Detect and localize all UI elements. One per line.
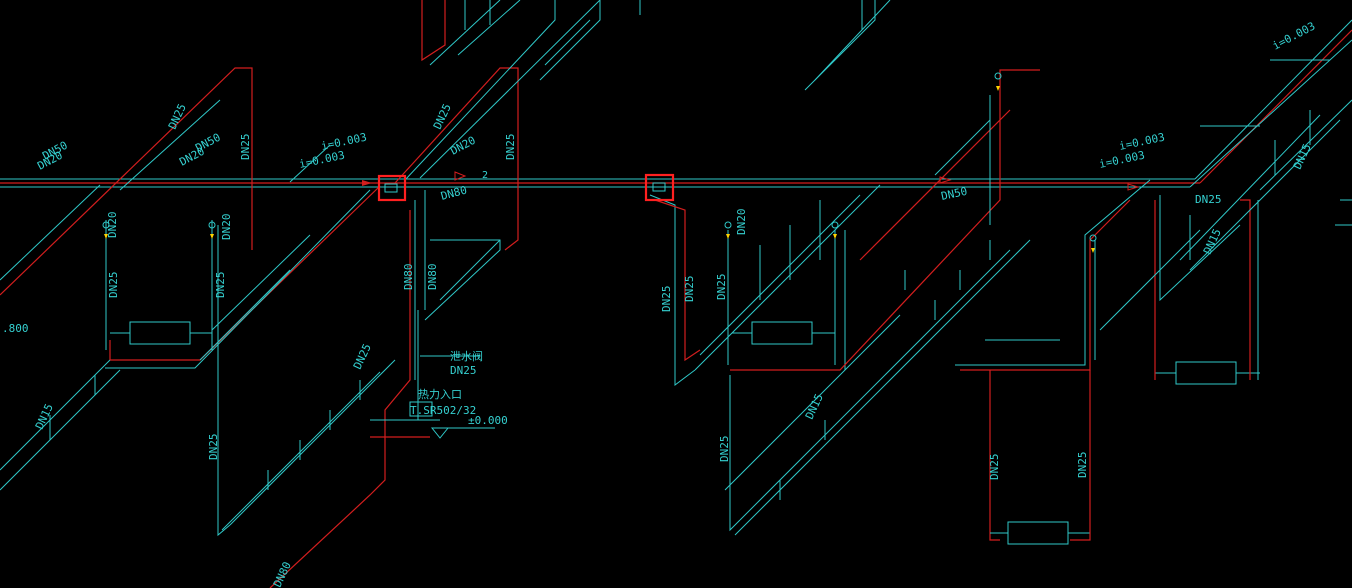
- label-dn80-c: DN80: [426, 264, 439, 291]
- label-dn50-c: DN50: [940, 185, 969, 203]
- label-dn80-b: DN80: [402, 264, 415, 291]
- label-dn20-b: DN20: [177, 145, 207, 169]
- label-valve-note: 泄水阀: [450, 349, 483, 363]
- fitting-center: [652, 182, 666, 192]
- right-section: [955, 59, 1352, 545]
- label-slope-a: i=0.003: [320, 131, 368, 153]
- main-header-pipes: [0, 19, 1352, 188]
- label-dn25-o: DN25: [1076, 452, 1089, 479]
- label-dn20-c: DN20: [448, 134, 478, 158]
- label-slope-e: i=0.003: [1270, 19, 1317, 52]
- label-dn25-m: DN25: [718, 436, 731, 463]
- label-dn25-b: DN25: [239, 134, 252, 161]
- label-dn25-d: DN25: [504, 134, 517, 161]
- label-small-2: 2: [482, 170, 488, 181]
- label-dn25-i: DN25: [450, 364, 477, 377]
- label-dn20-a: DN20: [35, 149, 65, 173]
- label-dn80-a: DN80: [439, 183, 468, 202]
- label-dn25-f: DN25: [214, 272, 227, 299]
- pipe-labels: DN50 DN20 DN50 DN20 DN25 DN25 i=0.003 i=…: [2, 19, 1317, 588]
- label-dn15-a: DN15: [33, 402, 56, 432]
- label-inlet-note: 热力入口: [418, 388, 462, 401]
- label-dn25-k: DN25: [683, 276, 696, 303]
- label-elev-zero: ±0.000: [468, 414, 508, 427]
- label-std-ref: T.SR502/32: [410, 404, 476, 417]
- label-dn15-b: DN15: [803, 392, 826, 422]
- center-section: [649, 0, 1040, 536]
- label-dn25-l: DN25: [715, 274, 728, 301]
- label-elev-left: .800: [2, 322, 29, 335]
- fitting-left: [384, 183, 398, 193]
- inlet-section: [269, 0, 641, 588]
- highlight-box-left: [377, 174, 407, 202]
- highlight-box-center: [644, 173, 675, 202]
- label-dn20-e: DN20: [220, 214, 233, 241]
- label-dn25-c: DN25: [431, 102, 454, 132]
- label-dn25-g: DN25: [351, 342, 374, 372]
- label-dn20-d: DN20: [106, 212, 119, 239]
- label-dn20-f: DN20: [735, 209, 748, 236]
- left-risers: [0, 67, 396, 537]
- label-dn25-j: DN25: [660, 286, 673, 313]
- label-dn25-h: DN25: [207, 434, 220, 461]
- label-dn25-p: DN25: [1195, 193, 1222, 206]
- label-dn15-c: DN15: [1201, 227, 1224, 257]
- label-dn25-e: DN25: [107, 272, 120, 299]
- valve-symbols: [102, 72, 1140, 253]
- label-dn15-d: DN15: [1291, 142, 1314, 172]
- label-dn80-d: DN80: [271, 560, 294, 588]
- label-dn25-n: DN25: [988, 454, 1001, 481]
